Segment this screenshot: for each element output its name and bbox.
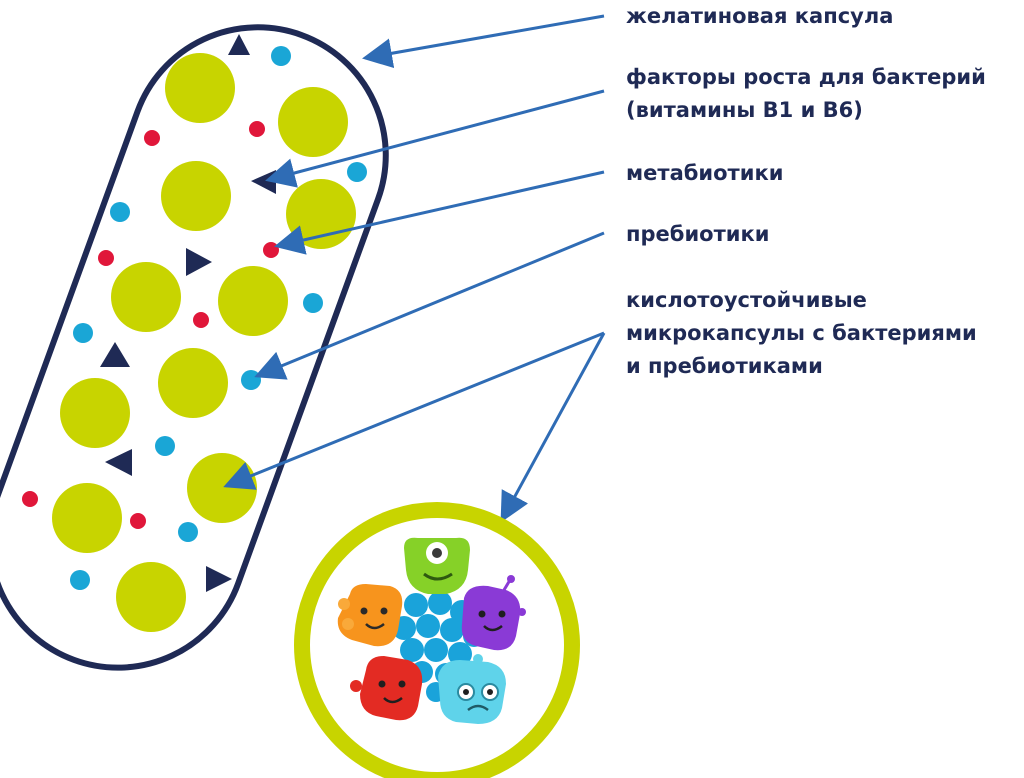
blue-dot-icon — [73, 323, 93, 343]
red-dot-icon — [193, 312, 209, 328]
arrow-prebiotics — [254, 231, 605, 380]
triangle-icon — [105, 449, 132, 476]
growth-factors-group — [100, 34, 276, 592]
bacteria-character-icon — [350, 656, 423, 721]
red-dot-icon — [249, 121, 265, 137]
microcapsule — [52, 483, 122, 553]
metabiotics-group — [22, 121, 279, 529]
red-dot-icon — [130, 513, 146, 529]
triangle-icon — [186, 248, 212, 276]
bacteria-character-icon — [337, 584, 403, 647]
microcapsule — [161, 161, 231, 231]
label-gelatin-capsule-text: желатиновая капсула — [626, 4, 894, 28]
microcapsule — [60, 378, 130, 448]
microcapsule — [116, 562, 186, 632]
label-metabiotics: метабиотики — [626, 157, 783, 190]
arrow-metabiotics — [274, 170, 605, 255]
label-gelatin-capsule: желатиновая капсула — [626, 0, 893, 33]
arrow-growth-factors — [265, 89, 605, 188]
microcapsule — [111, 262, 181, 332]
microcapsule — [165, 53, 235, 123]
microcapsule-zoom — [294, 502, 580, 778]
label-growth-factors: факторы роста для бактерий (витамины B1 … — [626, 61, 986, 127]
blue-dot-icon — [303, 293, 323, 313]
pointer-arrows — [223, 14, 606, 523]
red-dot-icon — [22, 491, 38, 507]
blue-dot-icon — [155, 436, 175, 456]
microcapsule — [158, 348, 228, 418]
blue-dot-icon — [70, 570, 90, 590]
label-metabiotics-text: метабиотики — [626, 161, 784, 185]
microcapsule — [286, 179, 356, 249]
label-growth-factors-line1: факторы роста для бактерий — [626, 65, 986, 89]
blue-dot-icon — [347, 162, 367, 182]
bacteria-character-icon — [404, 537, 470, 594]
label-microcapsules-line2: микрокапсулы с бактериями — [626, 321, 977, 345]
triangle-icon — [228, 34, 250, 55]
bacteria-character-icon — [461, 575, 526, 651]
label-prebiotics: пребиотики — [626, 218, 769, 251]
red-dot-icon — [98, 250, 114, 266]
red-dot-icon — [144, 130, 160, 146]
microcapsule — [278, 87, 348, 157]
triangle-icon — [206, 566, 232, 592]
blue-dot-icon — [241, 370, 261, 390]
blue-dot-icon — [271, 46, 291, 66]
microcapsule — [218, 266, 288, 336]
prebiotics-group — [70, 46, 367, 590]
arrow-microcapsule-zoom — [500, 332, 606, 523]
label-growth-factors-line2: (витамины B1 и B6) — [626, 98, 863, 122]
arrow-microcapsule-left — [223, 331, 605, 490]
blue-dot-icon — [178, 522, 198, 542]
label-microcapsules: кислотоустойчивые микрокапсулы с бактери… — [626, 284, 977, 383]
label-microcapsules-line3: и пребиотиками — [626, 354, 823, 378]
microcapsule — [187, 453, 257, 523]
triangle-icon — [100, 342, 130, 367]
label-microcapsules-line1: кислотоустойчивые — [626, 288, 867, 312]
label-prebiotics-text: пребиотики — [626, 222, 770, 246]
bacteria-character-icon — [438, 654, 506, 724]
arrow-gelatin-capsule — [362, 14, 605, 69]
red-dot-icon — [263, 242, 279, 258]
blue-dot-icon — [110, 202, 130, 222]
